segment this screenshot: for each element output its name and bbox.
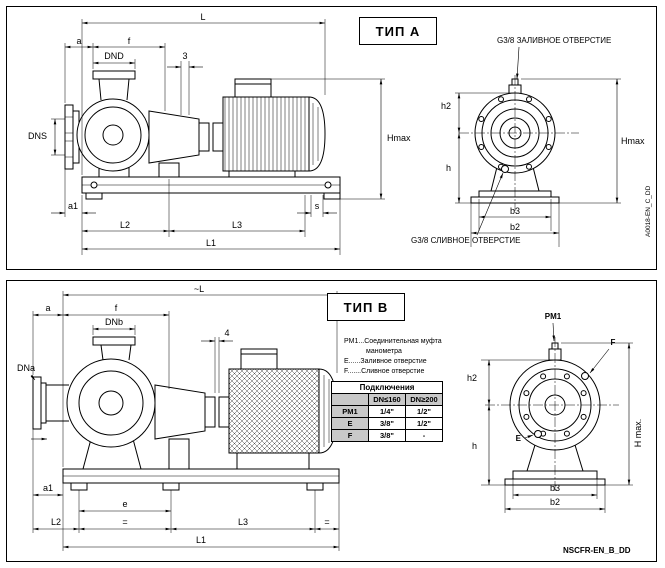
dim-label-hmax-end: Hmax <box>621 136 645 146</box>
pump-motor-side-view <box>64 70 341 200</box>
table-cell: 3/8" <box>368 429 406 442</box>
table-cell: 1/4" <box>368 405 406 418</box>
table-row: E 3/8" 1/2" <box>331 417 443 430</box>
dim-label-eq2: = <box>324 517 329 527</box>
dim-label-l3-b: L3 <box>238 517 248 527</box>
dim-label-hmax-b: H max. <box>633 419 643 448</box>
dim-label-f-b: f <box>115 303 118 313</box>
side-view-dimensions-b: ~L a f DNb 4 DNa a1 e L2 = L3 = L1 <box>17 284 340 551</box>
drawing-code-b: NSCFR-EN_B_DD <box>563 546 631 555</box>
dim-label-h-b: h <box>472 441 477 451</box>
table-row-name: E <box>331 417 369 430</box>
table-corner-cell <box>331 393 369 406</box>
note-drain-hole: G3/8 СЛИВНОЕ ОТВЕРСТИЕ <box>411 236 520 245</box>
end-view-dimensions: G3/8 ЗАЛИВНОЕ ОТВЕРСТИЕ G3/8 СЛИВНОЕ ОТВ… <box>411 36 645 247</box>
dim-label-f: f <box>128 36 131 46</box>
legend-line-4: F.......Сливное отверстие <box>344 368 424 375</box>
table-row-name: PM1 <box>331 405 369 418</box>
dim-label-a1: a1 <box>68 201 78 211</box>
dim-label-dns: DNS <box>28 131 47 141</box>
table-cell: 3/8" <box>368 417 406 430</box>
dim-label-l1: L1 <box>206 238 216 248</box>
label-f-port: F <box>611 338 616 347</box>
table-cell: - <box>405 429 443 442</box>
table-cell: 1/2" <box>405 405 443 418</box>
dim-label-e: e <box>122 499 127 509</box>
dim-label-hmax-side: Hmax <box>387 133 411 143</box>
dim-label-L: L <box>200 12 205 22</box>
dim-label-3: 3 <box>182 51 187 61</box>
type-a-title: ТИП A <box>359 17 437 45</box>
dim-label-h2-b: h2 <box>467 373 477 383</box>
end-view-dimensions-b: PM1 F E h2 h H max. b3 b2 <box>467 312 643 513</box>
connections-table: Подключения DN≤160 DN≥200 PM1 1/4" 1/2" … <box>331 381 443 442</box>
dim-label-b2-b: b2 <box>550 497 560 507</box>
dim-label-a: a <box>76 36 81 46</box>
pump-end-view <box>459 75 579 211</box>
dim-label-l1-b: L1 <box>196 535 206 545</box>
pump-end-view-b <box>485 337 619 491</box>
dim-label-b2: b2 <box>510 222 520 232</box>
dim-label-h: h <box>446 163 451 173</box>
dim-label-l3: L3 <box>232 220 242 230</box>
dim-label-h2: h2 <box>441 101 451 111</box>
table-row: PM1 1/4" 1/2" <box>331 405 443 418</box>
table-col1-header: DN≤160 <box>368 393 406 406</box>
label-pm1: PM1 <box>545 312 562 321</box>
type-b-title: ТИП B <box>327 293 405 321</box>
dim-label-L-b: ~L <box>194 284 204 294</box>
dim-label-b3-b: b3 <box>550 483 560 493</box>
dim-label-s: s <box>315 201 320 211</box>
label-e-port: E <box>516 434 522 443</box>
dim-label-l2-b: L2 <box>51 517 61 527</box>
table-title: Подключения <box>331 381 443 394</box>
legend-line-3: E......Заливное отверстие <box>344 358 427 365</box>
panel-type-a: L a f DND 3 DNS Hmax a1 s L2 L3 L1 <box>6 6 657 270</box>
dim-label-b3: b3 <box>510 206 520 216</box>
note-fill-hole: G3/8 ЗАЛИВНОЕ ОТВЕРСТИЕ <box>497 36 611 45</box>
pump-motor-side-view-b <box>31 336 340 491</box>
table-row: F 3/8" - <box>331 429 443 442</box>
table-cell: 1/2" <box>405 417 443 430</box>
panel-type-b: ~L a f DNb 4 DNa a1 e L2 = L3 = L1 <box>6 280 657 562</box>
type-b-title-text: ТИП B <box>343 299 389 315</box>
dim-label-a-b: a <box>45 303 50 313</box>
side-view-dimensions: L a f DND 3 DNS Hmax a1 s L2 L3 L1 <box>28 12 411 255</box>
dim-label-dna: DNa <box>17 363 35 373</box>
legend-line-2: манометра <box>366 348 402 355</box>
dim-label-eq1: = <box>122 517 127 527</box>
type-b-drawing: ~L a f DNb 4 DNa a1 e L2 = L3 = L1 <box>17 284 643 555</box>
type-a-title-text: ТИП A <box>375 23 421 39</box>
table-col2-header: DN≥200 <box>405 393 443 406</box>
legend: PM1...Соединительная муфта манометра E..… <box>344 338 442 375</box>
dim-label-dnd: DND <box>104 51 124 61</box>
table-row-name: F <box>331 429 369 442</box>
type-a-drawing: L a f DND 3 DNS Hmax a1 s L2 L3 L1 <box>28 12 652 255</box>
dim-label-4: 4 <box>224 328 229 338</box>
dim-label-dnb: DNb <box>105 317 123 327</box>
legend-line-1: PM1...Соединительная муфта <box>344 338 442 345</box>
dim-label-l2: L2 <box>120 220 130 230</box>
dim-label-a1-b: a1 <box>43 483 53 493</box>
drawing-code-a: A0018-EN_C_DD <box>645 185 652 237</box>
